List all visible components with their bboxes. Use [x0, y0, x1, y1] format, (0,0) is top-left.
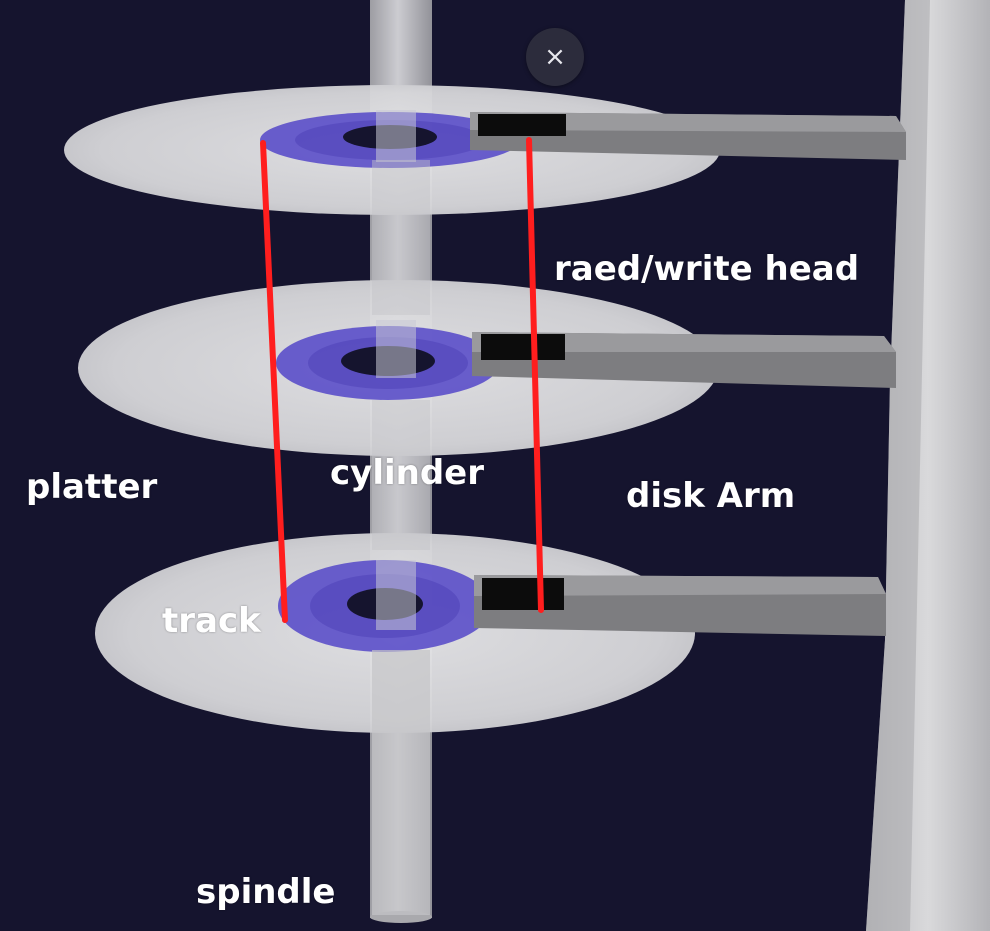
disk-arm-label: disk Arm [626, 476, 796, 516]
close-button[interactable]: × [526, 28, 584, 86]
platter-middle [78, 280, 718, 456]
track-label: track [162, 601, 261, 641]
disk-arm-middle [472, 332, 896, 388]
read-write-head [478, 114, 566, 136]
cylinder-line-left [260, 140, 288, 623]
read-write-head [481, 334, 565, 360]
actuator-post-shade [866, 0, 930, 931]
read-write-head [482, 578, 564, 610]
platter-label: platter [26, 467, 158, 507]
spindle-front [372, 160, 430, 315]
cylinder-line-right [526, 137, 544, 613]
spindle-label: spindle [196, 872, 336, 912]
cylinder-label: cylinder [330, 453, 484, 493]
disk-arm-top [470, 112, 906, 160]
close-icon: × [544, 42, 566, 72]
disk-arm-bottom [474, 575, 886, 636]
read-write-head-label: raed/write head [554, 249, 860, 289]
